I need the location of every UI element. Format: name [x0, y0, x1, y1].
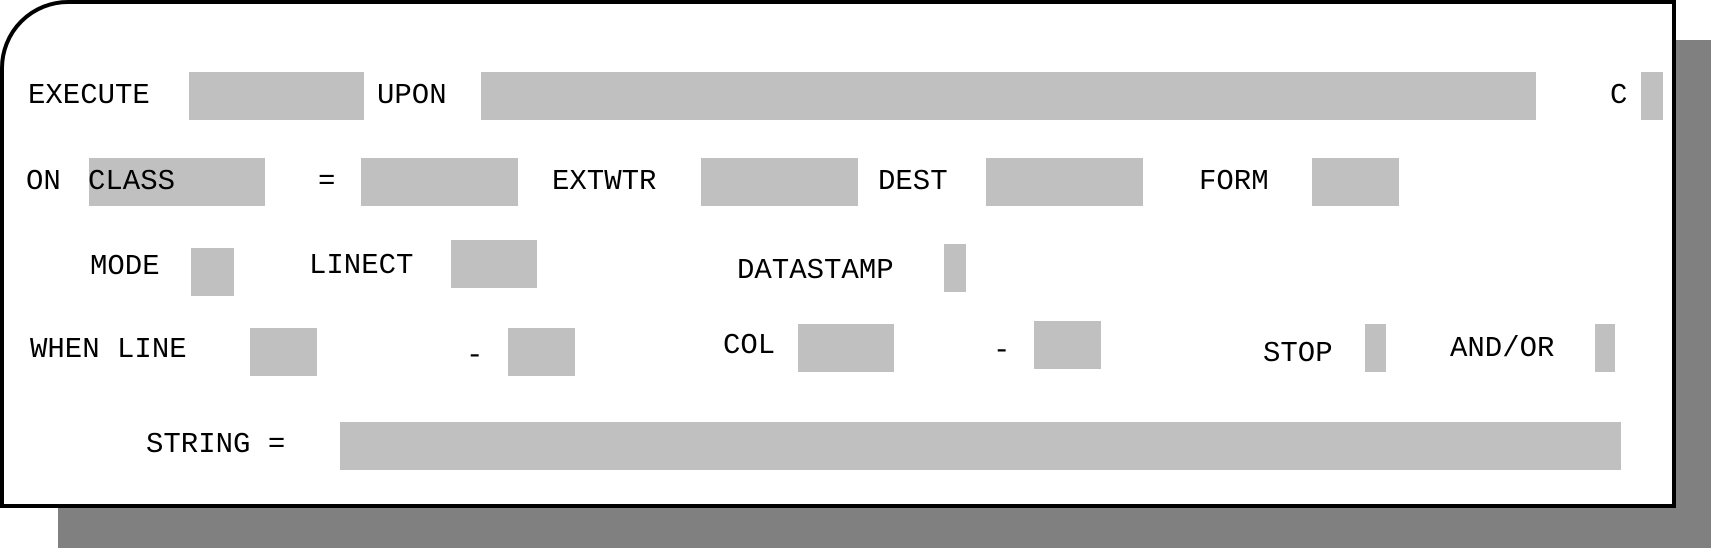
string-field[interactable]	[340, 422, 1621, 470]
upon-field[interactable]	[481, 72, 1536, 120]
col-to-field[interactable]	[1034, 321, 1101, 369]
mode-label: MODE	[90, 250, 160, 283]
class-field[interactable]	[89, 158, 265, 206]
c-field[interactable]	[1641, 72, 1663, 120]
extwtr-field[interactable]	[701, 158, 858, 206]
dest-label: DEST	[878, 165, 948, 198]
datastamp-field[interactable]	[944, 244, 966, 292]
datastamp-label: DATASTAMP	[737, 254, 894, 287]
line-from-field[interactable]	[250, 328, 317, 376]
col-from-field[interactable]	[798, 324, 894, 372]
linect-field[interactable]	[451, 240, 537, 288]
line-to-field[interactable]	[508, 328, 575, 376]
upon-label: UPON	[377, 79, 447, 112]
execute-form-panel: EXECUTE UPON C ON CLASS = EXTWTR DEST FO…	[0, 0, 1676, 508]
c-label: C	[1610, 79, 1628, 112]
line-dash-label: -	[466, 339, 484, 372]
linect-label: LINECT	[309, 249, 414, 282]
form-label: FORM	[1199, 165, 1269, 198]
equals-label: =	[318, 165, 336, 198]
class-value-field[interactable]	[361, 158, 518, 206]
execute-field[interactable]	[189, 72, 364, 120]
execute-label: EXECUTE	[28, 79, 150, 112]
string-label: STRING =	[146, 428, 286, 461]
stop-label: STOP	[1263, 337, 1333, 370]
and-or-field[interactable]	[1595, 324, 1615, 372]
class-label: CLASS	[88, 165, 176, 198]
mode-field[interactable]	[191, 248, 234, 296]
col-label: COL	[723, 329, 776, 362]
extwtr-label: EXTWTR	[552, 165, 657, 198]
form-field[interactable]	[1312, 158, 1399, 206]
dest-field[interactable]	[986, 158, 1143, 206]
when-line-label: WHEN LINE	[30, 333, 187, 366]
col-dash-label: -	[993, 334, 1011, 367]
stop-field[interactable]	[1365, 324, 1386, 372]
on-label: ON	[26, 165, 61, 198]
and-or-label: AND/OR	[1450, 332, 1555, 365]
